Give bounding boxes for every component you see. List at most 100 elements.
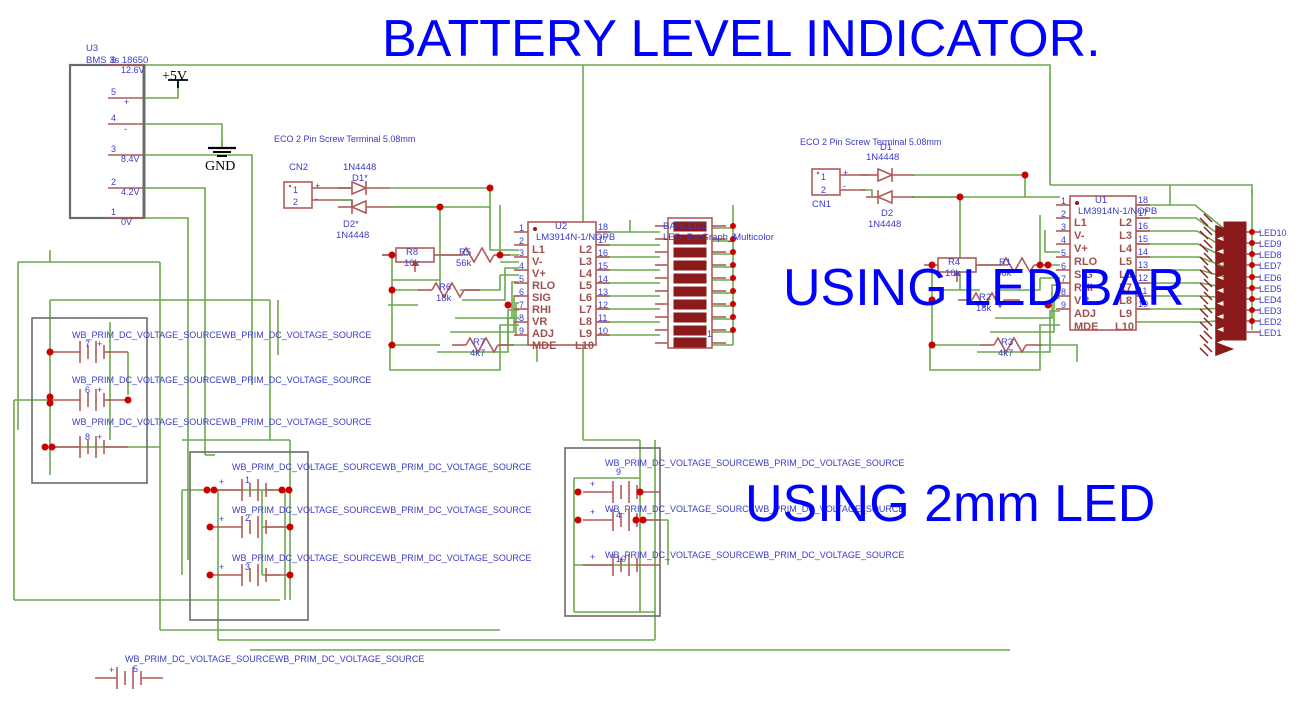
r3-refdes: R3 — [1001, 337, 1013, 348]
battery-cell-group-middle[interactable] — [203, 479, 294, 586]
battery-group-box-middle — [189, 451, 309, 621]
svg-text:V+: V+ — [532, 268, 546, 280]
svg-text:ADJ: ADJ — [532, 328, 554, 340]
ic-u1-lm3914[interactable] — [1056, 195, 1150, 331]
u3-pin-1-num: 1 — [111, 207, 116, 217]
battery-labels-right: WB_PRIM_DC_VOLTAGE_SOURCEWB_PRIM_DC_VOLT… — [590, 458, 904, 564]
svg-text:17: 17 — [1138, 208, 1148, 218]
annotation-using-led-bar: USING LED BAR — [783, 259, 1185, 317]
svg-text:5: 5 — [133, 664, 138, 674]
svg-text:8: 8 — [519, 313, 524, 323]
svg-text:4: 4 — [519, 261, 524, 271]
svg-text:9: 9 — [519, 326, 524, 336]
svg-text:1: 1 — [1061, 196, 1066, 206]
u3-pin-6-net: 12.6V — [121, 65, 145, 75]
r3-value: 4k7 — [998, 348, 1013, 359]
svg-text:L10: L10 — [575, 340, 594, 352]
svg-text:+: + — [97, 385, 102, 395]
svg-text:4: 4 — [1061, 235, 1066, 245]
potentiometer-r8[interactable] — [382, 247, 448, 272]
svg-text:7: 7 — [1061, 274, 1066, 284]
r5-value: 56k — [456, 258, 472, 269]
svg-text:5: 5 — [1061, 248, 1066, 258]
u2-right-pin-labels: 18 17 16 15 14 13 12 11 10 L2 L3 L4 L5 L… — [575, 222, 608, 352]
cn2-pin1-num: 1 — [293, 185, 298, 195]
u1-right-pin-labels: 18 17 16 15 14 13 12 11 10 L2 L3 L4 L5 L… — [1115, 195, 1148, 333]
bargraph-barled1[interactable] — [655, 217, 736, 349]
svg-text:16: 16 — [598, 248, 608, 258]
gnd-symbol — [208, 140, 236, 157]
d1-right-value: 1N4448 — [866, 152, 899, 163]
svg-text:L2: L2 — [1119, 217, 1132, 229]
u2-refdes: U2 — [555, 221, 567, 232]
cn2-description: ECO 2 Pin Screw Terminal 5.08mm — [274, 134, 415, 144]
svg-text:L9: L9 — [579, 328, 592, 340]
svg-text:14: 14 — [1138, 247, 1148, 257]
svg-text:WB_PRIM_DC_VOLTAGE_SOURCEWB_PR: WB_PRIM_DC_VOLTAGE_SOURCEWB_PRIM_DC_VOLT… — [232, 462, 531, 472]
potentiometer-r4[interactable] — [924, 257, 990, 282]
u3-pin-5-net: + — [124, 97, 129, 107]
svg-text:4: 4 — [616, 510, 621, 520]
svg-text:WB_PRIM_DC_VOLTAGE_SOURCEWB_PR: WB_PRIM_DC_VOLTAGE_SOURCEWB_PRIM_DC_VOLT… — [605, 458, 904, 468]
svg-text:L6: L6 — [579, 292, 592, 304]
battery-cell-single[interactable] — [95, 667, 163, 689]
svg-text:10: 10 — [1138, 299, 1148, 309]
diode-d2-right[interactable] — [866, 189, 914, 205]
cn1-pin2-num: 2 — [821, 185, 826, 195]
svg-text:12: 12 — [1138, 273, 1148, 283]
cn2-refdes: CN2 — [289, 162, 308, 173]
svg-text:WB_PRIM_DC_VOLTAGE_SOURCEWB_PR: WB_PRIM_DC_VOLTAGE_SOURCEWB_PRIM_DC_VOLT… — [72, 375, 371, 385]
diode-d2-left[interactable] — [338, 199, 390, 215]
cn1-pin2-polarity: - — [843, 181, 846, 191]
u3-pin-2-net: 4.2V — [121, 187, 140, 197]
led-array-discrete[interactable] — [1199, 213, 1260, 357]
connector-cn1[interactable] — [811, 168, 866, 196]
svg-text:+: + — [219, 514, 224, 524]
connector-cn2[interactable] — [283, 181, 338, 209]
svg-text:LED4: LED4 — [1259, 295, 1282, 305]
svg-text:8: 8 — [1061, 287, 1066, 297]
svg-text:16: 16 — [1138, 221, 1148, 231]
svg-text:L6: L6 — [1119, 269, 1132, 281]
svg-text:RLO: RLO — [1074, 256, 1098, 268]
diode-d1-left[interactable] — [338, 180, 390, 196]
svg-text:WB_PRIM_DC_VOLTAGE_SOURCEWB_PR: WB_PRIM_DC_VOLTAGE_SOURCEWB_PRIM_DC_VOLT… — [605, 504, 904, 514]
svg-text:MDE: MDE — [532, 340, 556, 352]
svg-text:RHI: RHI — [532, 304, 551, 316]
vcc-label: +5V — [162, 69, 187, 84]
svg-text:L7: L7 — [579, 304, 592, 316]
svg-text:11: 11 — [598, 313, 607, 323]
diode-d1-right[interactable] — [866, 167, 914, 183]
ic-u2-lm3914[interactable] — [514, 221, 610, 346]
svg-text:L4: L4 — [579, 268, 593, 280]
resistor-r6[interactable] — [418, 281, 480, 299]
svg-text:15: 15 — [1138, 234, 1148, 244]
svg-text:LED7: LED7 — [1259, 261, 1282, 271]
d1-right-refdes: D1 — [880, 142, 892, 153]
svg-text:11: 11 — [1138, 286, 1147, 296]
svg-text:L8: L8 — [1119, 295, 1132, 307]
r2-value: 18k — [976, 303, 992, 314]
svg-text:9: 9 — [616, 467, 621, 477]
barled1-refdes: BARLED1 — [663, 221, 706, 232]
battery-group-box-left — [31, 317, 148, 484]
svg-text:L1: L1 — [1074, 217, 1087, 229]
svg-text:L8: L8 — [579, 316, 592, 328]
battery-cell-group-right[interactable] — [574, 481, 661, 576]
svg-text:8: 8 — [85, 432, 90, 442]
svg-text:+: + — [97, 339, 102, 349]
resistor-r3[interactable] — [980, 336, 1042, 354]
u2-left-pin-labels: 1 2 3 4 5 6 7 8 9 L1 V- V+ RLO SIG RHI V… — [519, 223, 556, 352]
d1-left-value: 1N4448 — [343, 162, 376, 173]
resistor-r7[interactable] — [452, 336, 514, 354]
battery-cell-group-left[interactable] — [41, 341, 132, 458]
svg-text:WB_PRIM_DC_VOLTAGE_SOURCEWB_PR: WB_PRIM_DC_VOLTAGE_SOURCEWB_PRIM_DC_VOLT… — [605, 550, 904, 560]
battery-labels-middle: WB_PRIM_DC_VOLTAGE_SOURCEWB_PRIM_DC_VOLT… — [219, 462, 531, 572]
svg-text:5: 5 — [519, 274, 524, 284]
svg-text:LED6: LED6 — [1259, 273, 1282, 283]
cn2-pin2-polarity: - — [315, 194, 318, 204]
svg-text:2: 2 — [519, 236, 524, 246]
resistor-r2[interactable] — [958, 291, 1020, 309]
bms-symbol-u3[interactable] — [68, 63, 146, 220]
schematic-text-labels: U3 BMS 3s 18650 6 12.6V 5 + 4 - 3 8.4V 2… — [72, 43, 1287, 675]
